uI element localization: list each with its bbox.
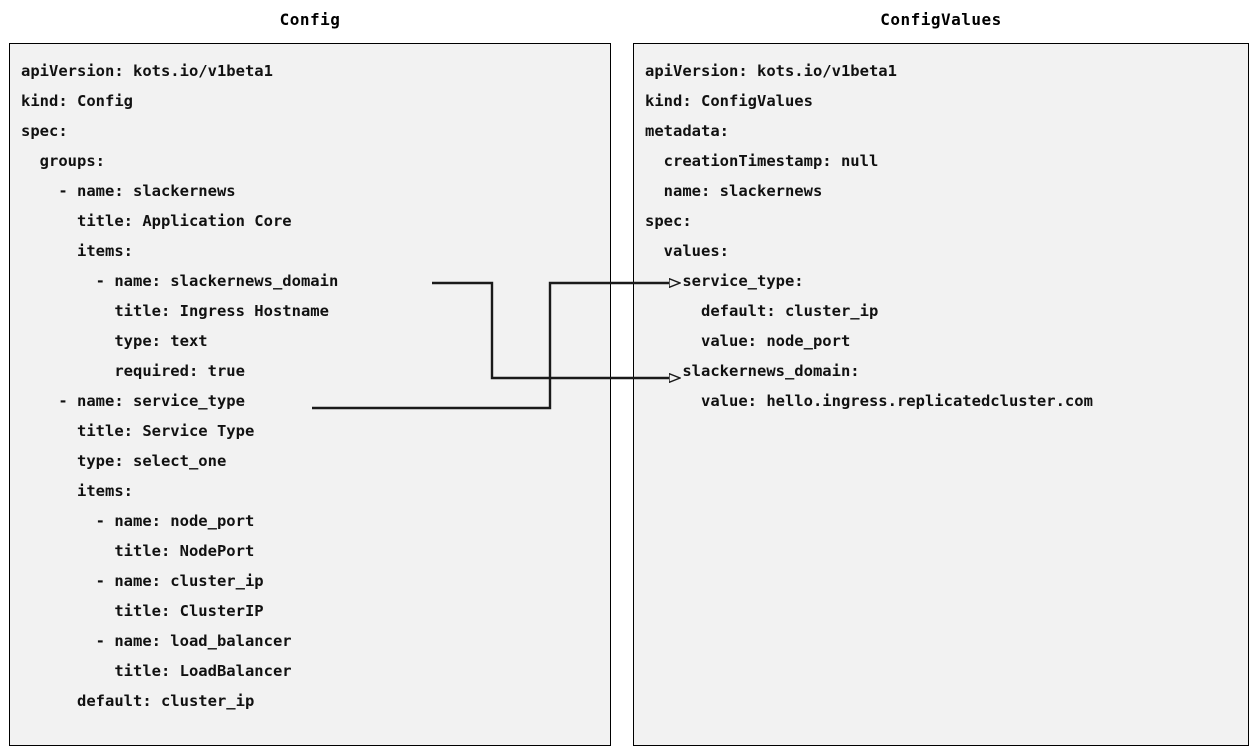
config-yaml-line-17: - name: cluster_ip [21,572,264,590]
config-yaml-body: apiVersion: kots.io/v1beta1 kind: Config s… [10,44,338,716]
config-yaml-line-16: title: NodePort [21,542,255,560]
config-yaml-line-8: title: Ingress Hostname [21,302,329,320]
config-yaml-line-11: - name: service_type [21,392,245,410]
config-yaml-line-14: items: [21,482,133,500]
config-yaml-panel: apiVersion: kots.io/v1beta1 kind: Config s… [9,43,611,746]
config-yaml-line-19: - name: load_balancer [21,632,292,650]
config-yaml-line-1: kind: Config [21,92,133,110]
configvalues-yaml-line-9: value: node_port [645,332,851,350]
config-yaml-line-13: type: select_one [21,452,227,470]
config-yaml-line-0: apiVersion: kots.io/v1beta1 [21,62,273,80]
config-yaml-line-18: title: ClusterIP [21,602,264,620]
configvalues-yaml-line-1: kind: ConfigValues [645,92,813,110]
configvalues-yaml-line-6: values: [645,242,729,260]
configvalues-yaml-line-4: name: slackernews [645,182,823,200]
configvalues-yaml-line-2: metadata: [645,122,729,140]
config-yaml-line-7: - name: slackernews_domain [21,272,339,290]
config-yaml-line-10: required: true [21,362,245,380]
config-yaml-line-15: - name: node_port [21,512,255,530]
config-yaml-line-20: title: LoadBalancer [21,662,292,680]
config-yaml-line-5: title: Application Core [21,212,292,230]
configvalues-yaml-line-3: creationTimestamp: null [645,152,879,170]
panel-title-config: Config [279,10,341,29]
config-yaml-line-2: spec: [21,122,68,140]
config-yaml-line-4: - name: slackernews [21,182,236,200]
configvalues-yaml-line-10: slackernews_domain: [645,362,860,380]
config-yaml-line-9: type: text [21,332,208,350]
panel-title-configvalues: ConfigValues [880,10,1002,29]
configvalues-yaml-line-5: spec: [645,212,692,230]
configvalues-yaml-line-7: service_type: [645,272,804,290]
configvalues-yaml-body: apiVersion: kots.io/v1beta1 kind: ConfigV… [634,44,1093,416]
config-yaml-line-12: title: Service Type [21,422,255,440]
configvalues-yaml-line-0: apiVersion: kots.io/v1beta1 [645,62,897,80]
config-yaml-line-21: default: cluster_ip [21,692,255,710]
configvalues-yaml-line-8: default: cluster_ip [645,302,879,320]
config-yaml-line-3: groups: [21,152,105,170]
configvalues-yaml-panel: apiVersion: kots.io/v1beta1 kind: ConfigV… [633,43,1249,746]
config-yaml-line-6: items: [21,242,133,260]
configvalues-yaml-line-11: value: hello.ingress.replicatedcluster.c… [645,392,1093,410]
